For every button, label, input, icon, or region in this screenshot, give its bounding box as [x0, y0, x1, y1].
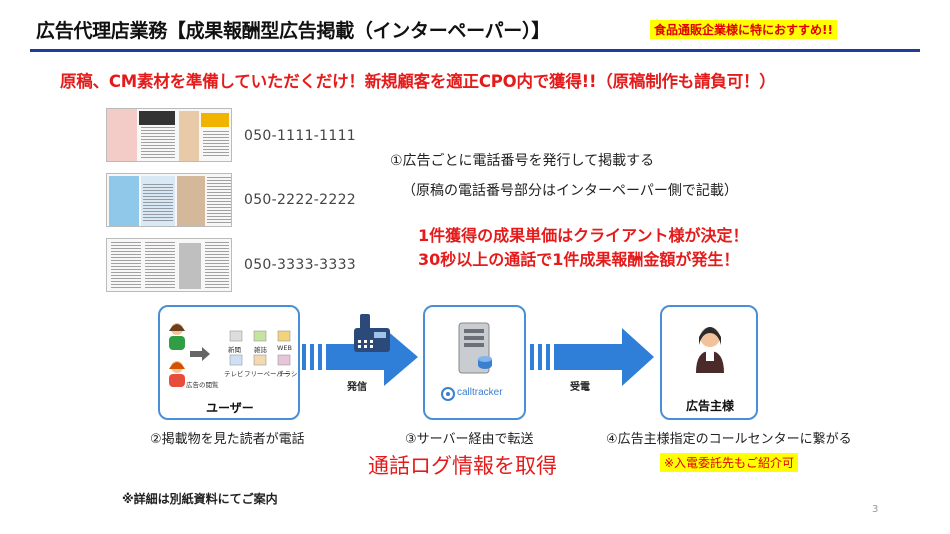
operator-icon — [696, 327, 724, 373]
phone-number-2: 050-2222-2222 — [244, 192, 356, 208]
media-free-paper: フリーペーパー — [244, 370, 290, 378]
media-newspaper: 新聞 — [228, 346, 241, 354]
call-arrow — [302, 328, 418, 386]
call-log-heading: 通話ログ情報を取得 — [368, 454, 557, 478]
ad-viewing-label: 広告の閲覧 — [186, 381, 219, 389]
step4-caption: ④広告主様指定のコールセンターに繋がる — [606, 432, 852, 447]
receive-arrow-label: 受電 — [570, 382, 590, 393]
user-box: 広告の閲覧 新聞 雑誌 WEB テレビ フリーペーパー チラシ ユーザー — [158, 305, 300, 420]
server-icon — [458, 322, 492, 374]
page-number: 3 — [872, 504, 879, 515]
advertiser-label: 広告主様 — [686, 399, 735, 413]
step2-caption: ②掲載物を見た読者が電話 — [150, 432, 305, 447]
phone-icon — [354, 314, 390, 352]
media-magazine: 雑誌 — [254, 346, 267, 354]
footnote: ※詳細は別紙資料にてご案内 — [122, 492, 278, 506]
media-flyer: チラシ — [278, 370, 298, 378]
phone-number-1: 050-1111-1111 — [244, 128, 356, 144]
advertiser-box: 広告主様 — [660, 305, 758, 420]
step1-line1: ①広告ごとに電話番号を発行して掲載する — [390, 153, 655, 169]
calltracker-logo-icon — [441, 387, 455, 401]
user-label: ユーザー — [206, 401, 254, 415]
server-box: calltracker — [423, 305, 526, 420]
call-arrow-label: 発信 — [347, 382, 367, 393]
page-title: 広告代理店業務【成果報酬型広告掲載（インターペーパー）】 — [36, 20, 550, 42]
media-tv: テレビ — [224, 370, 244, 378]
price-note-line2: 30秒以上の通話で1件成果報酬金額が発生！ — [418, 250, 740, 269]
ad-thumbnail-1 — [106, 108, 232, 162]
media-web: WEB — [277, 344, 292, 352]
ad-thumbnail-2 — [106, 173, 232, 227]
receive-arrow — [530, 328, 654, 386]
phone-number-3: 050-3333-3333 — [244, 257, 356, 273]
referral-note: ※入電委託先もご紹介可 — [660, 453, 799, 472]
step3-caption: ③サーバー経由で転送 — [405, 432, 534, 447]
user-illustration — [169, 323, 291, 387]
price-note-line1: 1件獲得の成果単価はクライアント様が決定！ — [418, 226, 749, 245]
step1-line2: （原稿の電話番号部分はインターペーパー側で記載） — [402, 183, 738, 199]
calltracker-logo-text: calltracker — [457, 387, 503, 398]
ad-thumbnail-3 — [106, 238, 232, 292]
recommend-badge: 食品通販企業様に特におすすめ!! — [650, 20, 837, 39]
subtitle: 原稿、CM素材を準備していただくだけ！新規顧客を適正CPO内で獲得!!（原稿制作… — [60, 72, 776, 91]
title-divider — [30, 49, 920, 52]
